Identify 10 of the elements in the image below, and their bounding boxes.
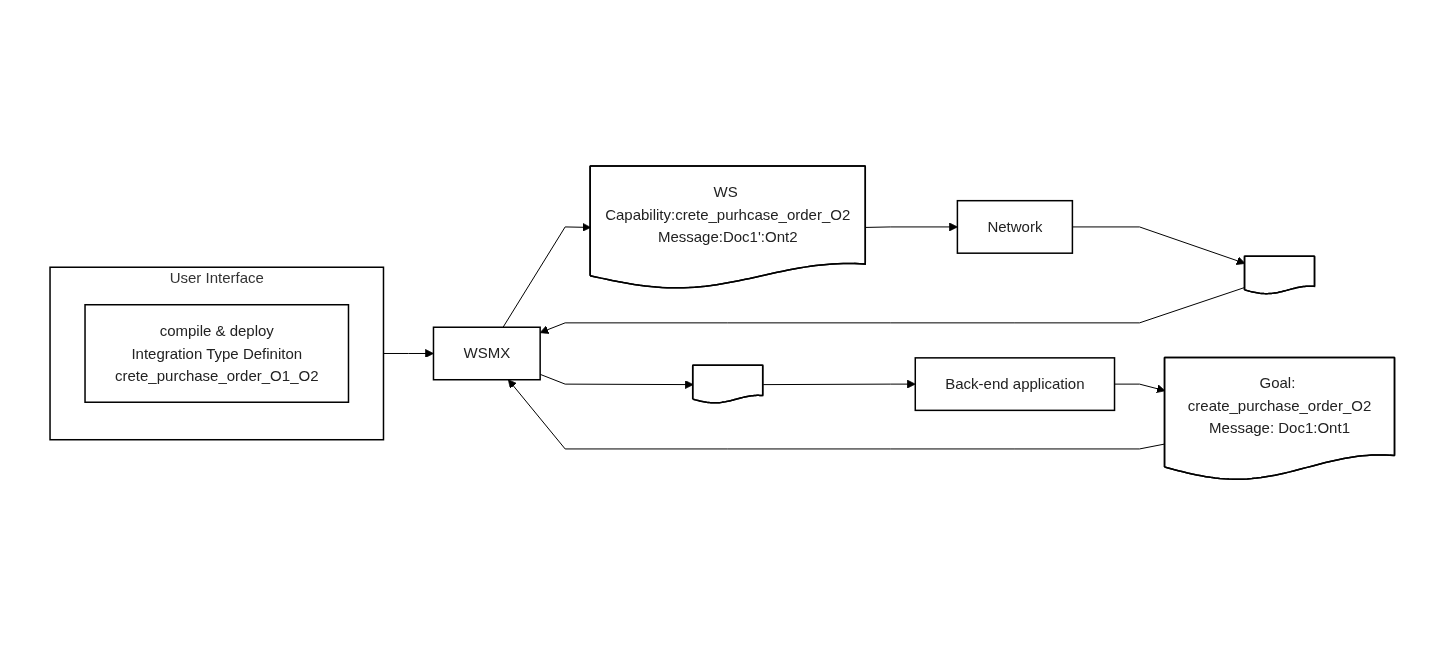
node-box: Back-end application [914,357,1116,411]
arrow [508,379,1166,450]
node-box: Network [956,199,1074,254]
arrow [865,222,958,232]
arrow [762,379,916,389]
arrow [1072,226,1246,265]
arrow [1114,383,1166,393]
node-box: WSMX [432,326,542,381]
node-box: compile & deploy Integration Type Definiton crete_purchase_order_O1_O2 [84,303,350,403]
arrow [502,222,592,328]
